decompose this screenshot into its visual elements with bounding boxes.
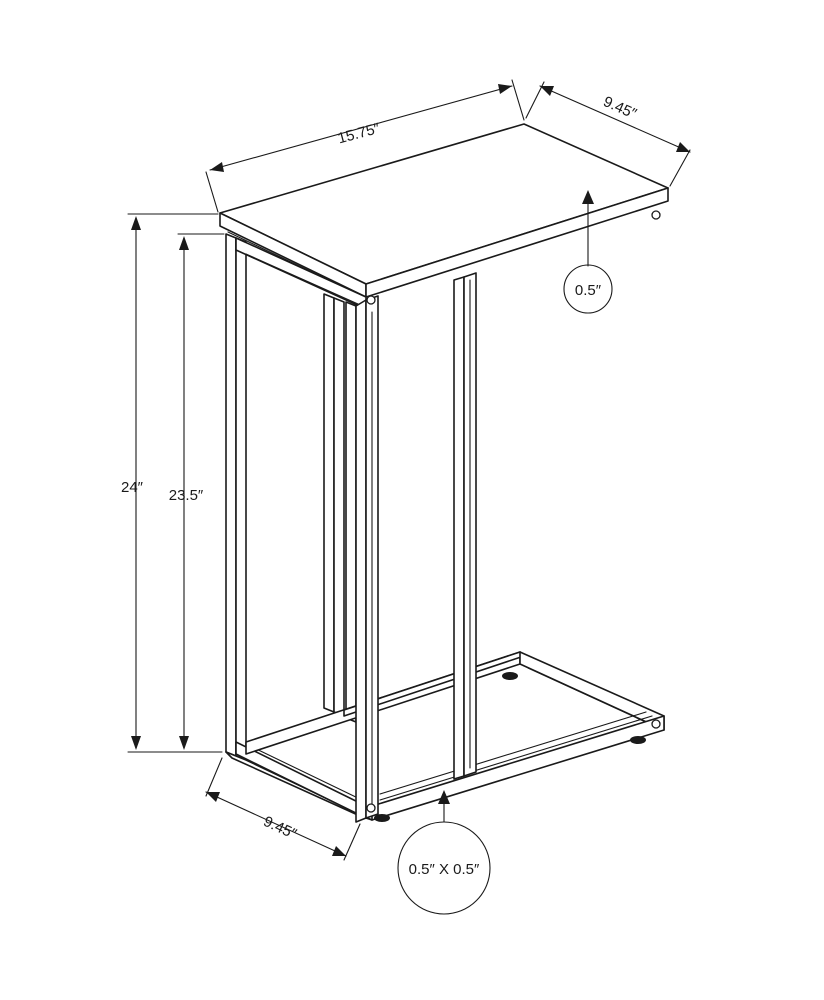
label-top-depth: 9.45″ [601, 93, 640, 123]
frame-middle-back-leg [323, 293, 345, 717]
top-bolt-right [651, 210, 661, 220]
base-front-rail [371, 715, 665, 821]
front-post-right [453, 276, 465, 780]
label-overall-height: 24″ [121, 479, 144, 496]
base-right-rail [519, 651, 665, 731]
foot-back-right [502, 672, 518, 680]
label-top-width: 15.75″ [336, 120, 382, 148]
foot-front-right [630, 736, 646, 744]
front-post-left [355, 299, 367, 823]
dimension-top-thickness: 0.5″ [563, 190, 613, 314]
callout-circle-tube [397, 821, 491, 915]
frame-back-left-leg [225, 233, 247, 761]
dimension-overall-height: 24″ [121, 213, 223, 753]
frame-front-posts [355, 272, 477, 823]
dimension-frame-height: 23.5″ [169, 233, 225, 750]
table-top-right-edge [365, 187, 669, 298]
post-bolt-top [366, 295, 376, 305]
label-top-thickness: 0.5″ [575, 282, 602, 299]
label-base-depth: 9.45″ [261, 813, 300, 843]
label-frame-height: 23.5″ [169, 487, 204, 504]
foot-front-left [374, 814, 390, 822]
callout-circle-thickness [563, 264, 613, 314]
frame-inner-front-leg [345, 301, 357, 723]
label-tube-size: 0.5″ X 0.5″ [409, 861, 480, 878]
post-bolt-bottom [366, 803, 376, 813]
table-top [219, 123, 669, 298]
dimension-tube-size: 0.5″ X 0.5″ [397, 790, 491, 915]
base-bolt-right [651, 719, 661, 729]
